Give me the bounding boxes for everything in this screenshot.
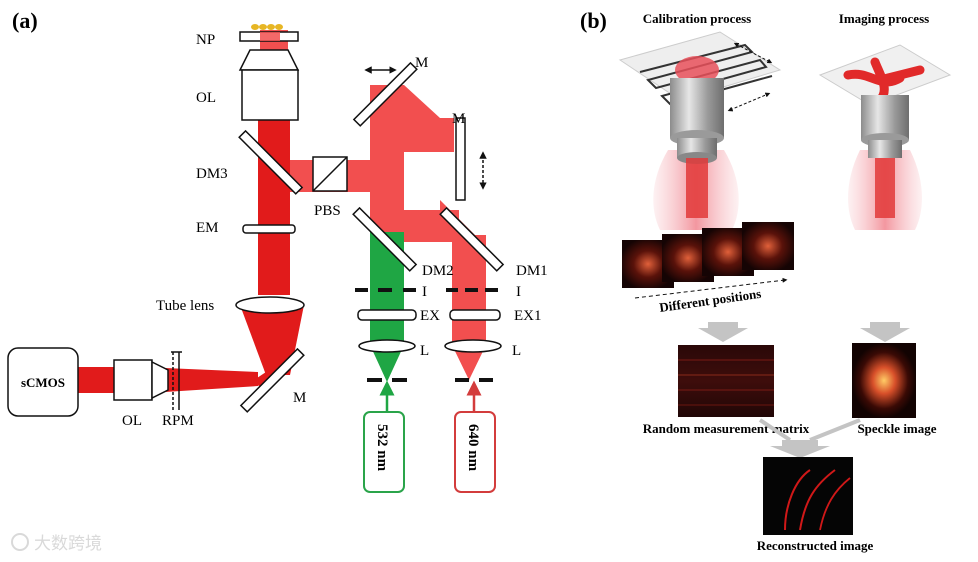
objective-bottom [113,359,169,401]
label-m-right: M [452,111,465,127]
panel-b-tag: (b) [580,8,607,33]
label-l-left: L [420,343,429,359]
reconstructed-image [763,457,853,535]
ex-expander [357,309,417,321]
label-ex1: EX1 [514,308,542,324]
label-l-right: L [512,343,521,359]
mirror-top [352,61,418,127]
label-dm1: DM1 [516,263,548,279]
label-ex: EX [420,308,440,324]
panel-a-tag: (a) [12,8,38,33]
reconstructed-image-label: Reconstructed image [757,538,874,553]
label-np: NP [196,32,215,48]
laser-640-box [454,411,496,493]
mirror-bottom [239,347,305,413]
laser-532-box [363,411,405,493]
pbs-cube [312,156,348,192]
ex1-expander [449,309,501,321]
label-dm3: DM3 [196,166,228,182]
arrow-to-reconstruction [770,440,830,458]
label-i-left: I [422,284,427,300]
different-positions-label: Different positions [658,286,762,315]
lens-left [358,339,416,353]
label-scmos: sCMOS [21,375,65,390]
random-matrix-image [678,345,774,417]
label-dm2: DM2 [422,263,454,279]
label-laser-532: 532 nm [374,424,390,472]
label-tube-lens: Tube lens [156,298,214,314]
label-i-right: I [516,284,521,300]
np-sample [239,24,299,42]
arrow-to-speckle [860,322,910,342]
panel-b: (b) Calibration process Imaging process [580,8,952,553]
label-rpm: RPM [162,413,194,429]
label-m-bottom: M [293,390,306,406]
lens-right [444,339,502,353]
label-m-top: M [415,55,428,71]
calibration-title: Calibration process [643,11,751,26]
dm1-mirror [439,206,505,272]
label-ol-top: OL [196,90,216,106]
em-filter [242,224,296,234]
dm2-mirror [352,206,418,272]
label-ol-bottom: OL [122,413,142,429]
dm3-mirror [238,129,304,195]
speckle-image [852,343,916,418]
tube-lens [235,296,305,314]
panel-a: (a) [7,8,548,493]
label-em: EM [196,220,219,236]
random-matrix-label: Random measurement matrix [643,421,810,436]
imaging-title: Imaging process [839,11,929,26]
watermark: 大数跨境 [11,533,102,553]
objective-top [238,49,300,121]
speckle-stack [622,222,794,299]
watermark-text: 大数跨境 [34,534,102,553]
speckle-image-label: Speckle image [857,421,936,436]
mirror-right [455,117,466,201]
calibration-illustration [618,31,782,230]
merge-line-left [758,418,792,442]
scmos-camera [7,347,79,417]
rpm-plate [171,351,182,410]
merge-line-right [809,418,861,442]
beam-red-dark [60,118,304,393]
label-laser-640: 640 nm [465,424,481,472]
imaging-illustration [818,44,952,230]
label-pbs: PBS [314,203,341,219]
arrow-to-matrix [698,322,748,342]
